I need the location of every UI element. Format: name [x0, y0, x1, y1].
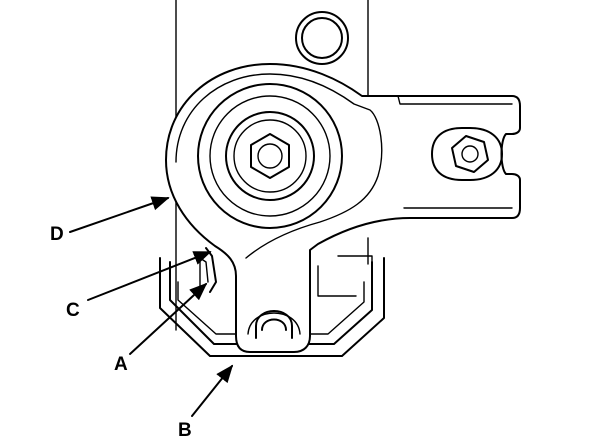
- end-bolt: [431, 127, 503, 181]
- lever-slot: [255, 310, 293, 339]
- callout-a: A: [114, 354, 128, 375]
- lever-arm: [165, 63, 521, 353]
- leader-b: [191, 364, 234, 417]
- leader-c: [87, 251, 212, 301]
- locating-hole: [295, 11, 349, 65]
- callout-d: D: [50, 224, 64, 245]
- leader-a: [129, 282, 208, 355]
- leader-d: [69, 196, 170, 233]
- callout-b: B: [178, 420, 192, 441]
- callout-c: C: [66, 300, 80, 321]
- leader-lines: [69, 196, 234, 417]
- pivot-boss: [197, 83, 343, 229]
